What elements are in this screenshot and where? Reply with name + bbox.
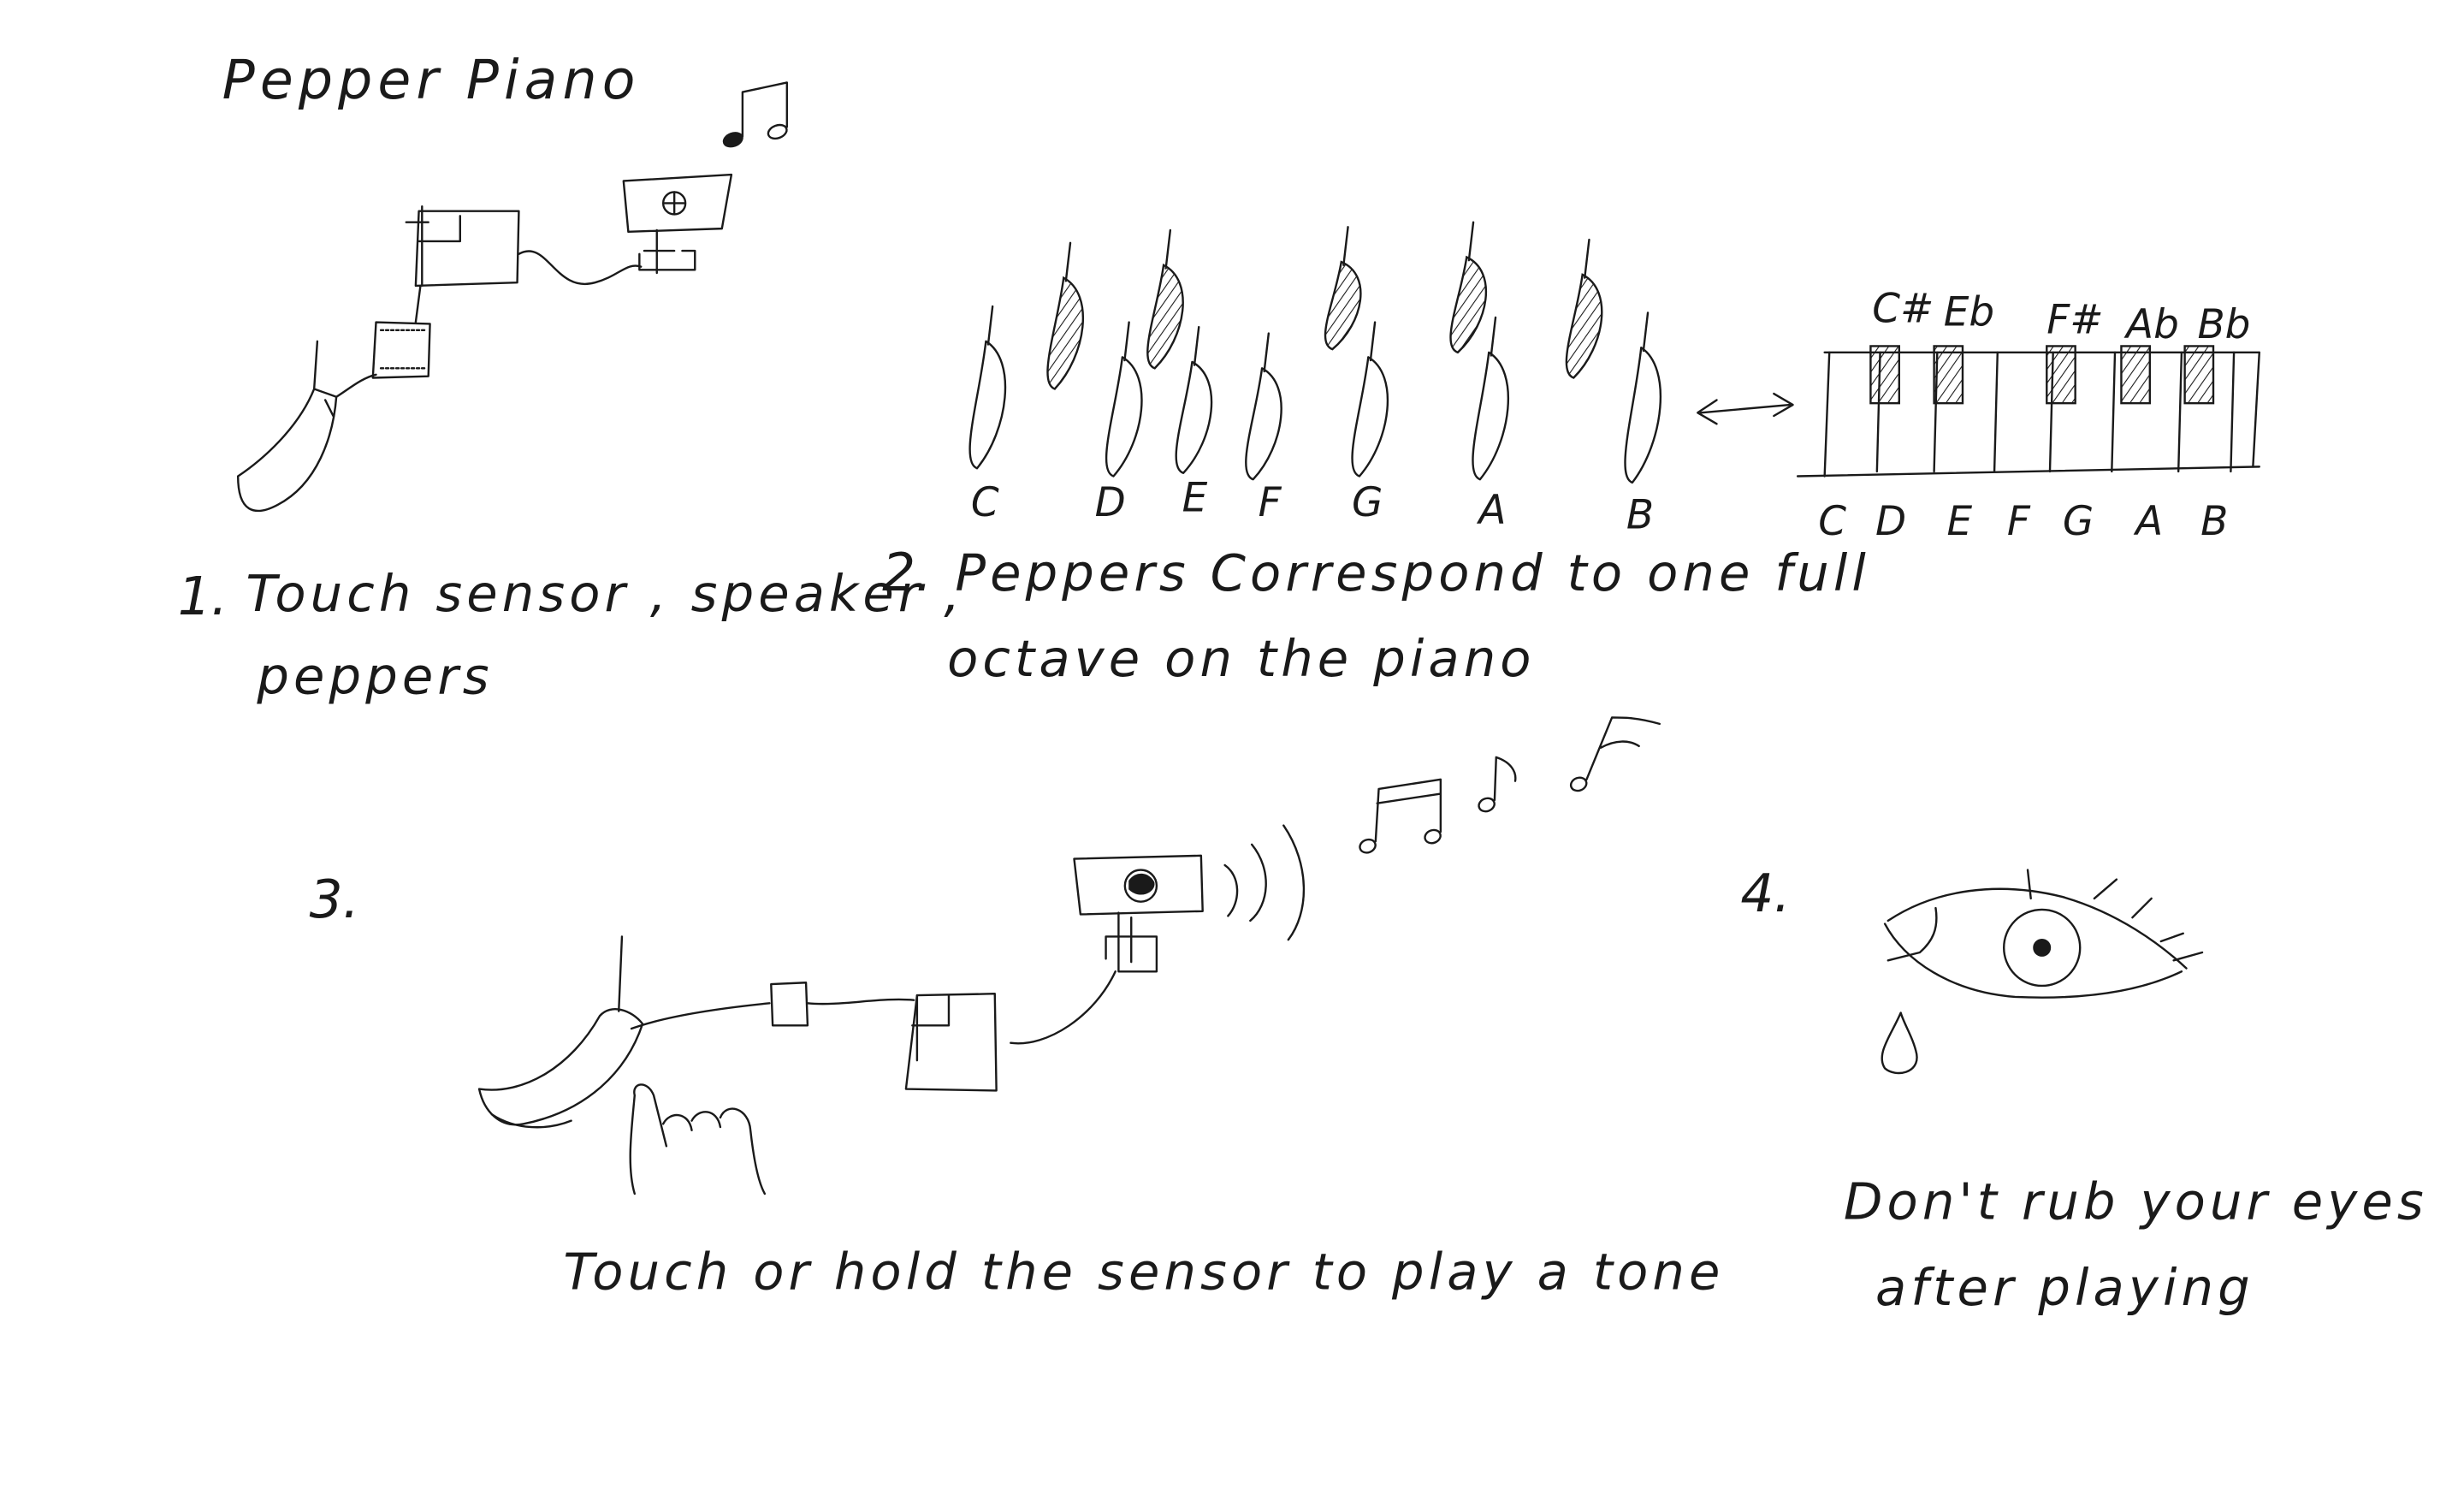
pepper-icon bbox=[238, 341, 376, 511]
pepper-stem bbox=[1343, 227, 1348, 265]
pepper-stem bbox=[1265, 334, 1269, 372]
piano-label-csharp: C# bbox=[1872, 286, 1934, 333]
page-title: Pepper Piano bbox=[222, 48, 641, 111]
pepper-stem bbox=[1166, 230, 1170, 269]
pepper-stem bbox=[1469, 222, 1473, 261]
piano-label-e: E bbox=[1946, 498, 1972, 545]
piano-key-divider bbox=[2112, 353, 2115, 472]
pepper-stem bbox=[1491, 317, 1496, 356]
step3-diagram bbox=[479, 717, 1660, 1194]
module-icon bbox=[771, 982, 808, 1025]
piano-label-c: C bbox=[1818, 498, 1846, 545]
music-note-icon bbox=[722, 82, 789, 149]
piano-label-d: D bbox=[1875, 498, 1906, 545]
tear-icon bbox=[1882, 1012, 1917, 1072]
piano-label-g: G bbox=[2063, 498, 2094, 545]
pepper-black-key-icon bbox=[1567, 275, 1602, 378]
piano-black-key bbox=[1870, 346, 1898, 403]
pepper-label-f: F bbox=[1259, 479, 1282, 526]
pepper-white-key-icon bbox=[970, 341, 1005, 468]
pepper-white-key-icon bbox=[1472, 353, 1507, 479]
piano-black-key bbox=[2046, 346, 2075, 403]
pepper-white-key-icon bbox=[1246, 368, 1281, 479]
sound-waves-icon bbox=[1225, 826, 1304, 940]
step1-number: 1. bbox=[178, 567, 228, 627]
step1-line2: peppers bbox=[256, 647, 493, 706]
pepper-label-e: E bbox=[1182, 474, 1208, 521]
piano-label-a: A bbox=[2133, 498, 2163, 545]
music-note-icon bbox=[1358, 717, 1659, 854]
piano-label-eflat: Eb bbox=[1944, 288, 1994, 335]
piano-label-b: B bbox=[2200, 498, 2228, 545]
pepper-stem bbox=[1194, 327, 1199, 365]
pepper-label-b: B bbox=[1626, 492, 1654, 539]
piano-key-divider bbox=[2230, 353, 2234, 472]
piano-label-f: F bbox=[2007, 498, 2031, 545]
pepper-black-key-icon bbox=[1325, 262, 1360, 349]
piano-black-key bbox=[2121, 346, 2149, 403]
pepper-icon bbox=[479, 936, 643, 1127]
module-icon bbox=[373, 286, 430, 378]
hand-icon bbox=[631, 1084, 765, 1194]
piano-label-aflat: Ab bbox=[2123, 301, 2179, 348]
pepper-label-d: D bbox=[1095, 479, 1126, 526]
step3-line1: Touch or hold the sensor to play a tone bbox=[563, 1242, 1724, 1301]
step2-line2: octave on the piano bbox=[947, 629, 1535, 688]
pepper-stem bbox=[1371, 323, 1375, 361]
step4-line1: Don't rub your eyes bbox=[1844, 1172, 2428, 1231]
piano-label-bflat: Bb bbox=[2197, 301, 2250, 348]
piano-white-labels: C D E F G A B bbox=[1818, 498, 2228, 545]
step1-diagram bbox=[238, 82, 789, 510]
pepper-white-key-icon bbox=[1176, 362, 1211, 473]
pepper-label-g: G bbox=[1352, 479, 1383, 526]
pepper-stem bbox=[988, 306, 992, 345]
touch-sensor-icon bbox=[406, 206, 641, 286]
piano-keyboard-icon bbox=[1798, 346, 2260, 476]
touch-sensor-icon bbox=[906, 994, 997, 1090]
pepper-label-c: C bbox=[971, 479, 999, 526]
step2-line1: Peppers Correspond to one full bbox=[955, 543, 1870, 602]
pepper-label-a: A bbox=[1476, 487, 1506, 534]
pepper-white-key-icon bbox=[1106, 357, 1141, 476]
piano-key-divider bbox=[1994, 353, 1998, 472]
eye-icon bbox=[1882, 870, 2202, 1073]
pepper-black-key-icon bbox=[1047, 278, 1082, 389]
piano-key-divider bbox=[2178, 353, 2182, 472]
pepper-stem bbox=[1124, 323, 1128, 361]
step4-number: 4. bbox=[1740, 863, 1790, 924]
speaker-icon bbox=[1074, 856, 1202, 971]
piano-black-key bbox=[2185, 346, 2213, 403]
pepper-stem bbox=[1644, 312, 1648, 351]
step1-line1: Touch sensor , speaker , bbox=[246, 564, 964, 623]
pepper-black-key-icon bbox=[1147, 265, 1182, 369]
pepper-note-labels: C D E F G A B bbox=[971, 474, 1654, 538]
pepper-white-key-icon bbox=[1353, 357, 1388, 476]
piano-black-labels: C# Eb F# Ab Bb bbox=[1872, 286, 2250, 349]
step3-number: 3. bbox=[310, 869, 359, 930]
piano-label-fsharp: F# bbox=[2046, 297, 2103, 344]
piano-black-key bbox=[1934, 346, 1963, 403]
pepper-white-key-icon bbox=[1625, 347, 1660, 483]
pepper-stem bbox=[1584, 240, 1589, 278]
double-arrow-icon bbox=[1697, 394, 1792, 424]
pepper-stem bbox=[1066, 243, 1070, 282]
pepper-row bbox=[970, 222, 1661, 483]
pepper-black-key-icon bbox=[1451, 258, 1486, 353]
step2-number: 2. bbox=[882, 543, 932, 603]
speaker-icon bbox=[624, 175, 732, 273]
step4-line2: after playing bbox=[1875, 1258, 2254, 1317]
